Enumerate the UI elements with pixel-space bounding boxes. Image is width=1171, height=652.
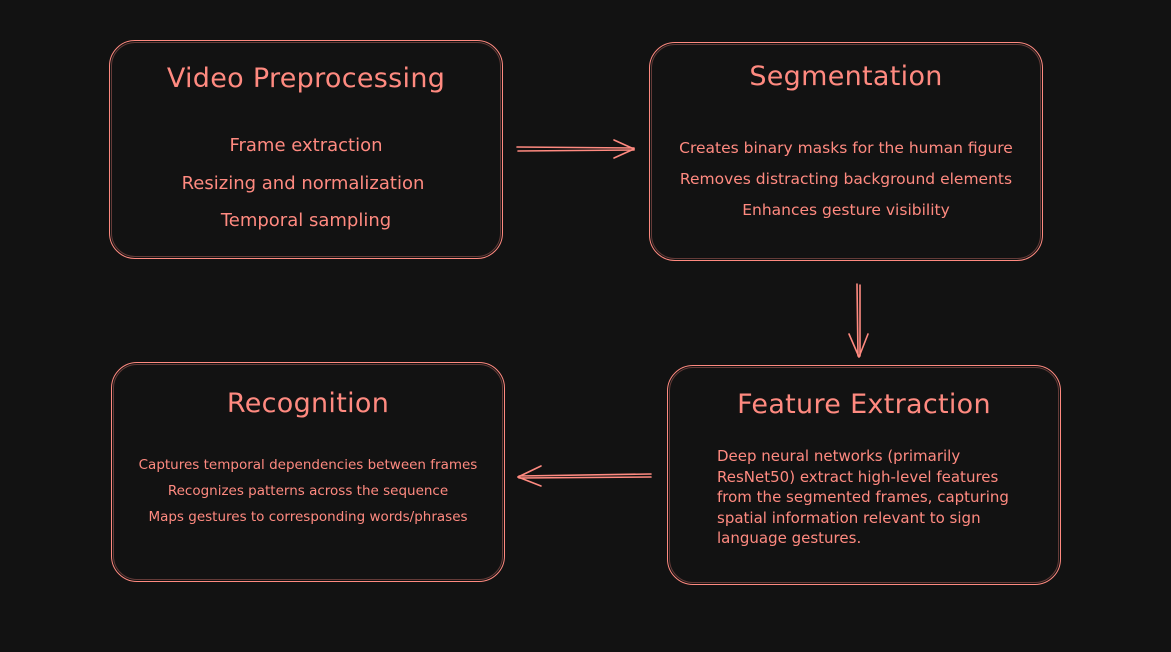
feature-extraction-line-3: from the segmented frames, capturing bbox=[717, 488, 1009, 506]
video-preprocessing-title: Video Preprocessing bbox=[166, 63, 446, 94]
segmentation-steps: Creates binary masks for the human figur… bbox=[650, 133, 1042, 226]
arrow-segmentation-to-feature-extraction bbox=[848, 283, 869, 358]
recognition-box: Recognition Captures temporal dependenci… bbox=[111, 362, 505, 582]
arrow-preprocessing-to-segmentation bbox=[516, 139, 635, 159]
feature-extraction-line-1: Deep neural networks (primarily bbox=[717, 447, 961, 465]
video-preprocessing-box: Video Preprocessing Frame extraction Res… bbox=[109, 40, 503, 259]
step-temporal-sampling: Temporal sampling bbox=[220, 210, 392, 231]
recognition-step-mapping: Maps gestures to corresponding words/phr… bbox=[148, 509, 468, 525]
segmentation-title: Segmentation bbox=[749, 61, 943, 92]
segmentation-step-masks: Creates binary masks for the human figur… bbox=[679, 139, 1013, 157]
feature-extraction-description: Deep neural networks (primarily ResNet50… bbox=[717, 446, 1009, 549]
recognition-title: Recognition bbox=[226, 388, 390, 419]
recognition-steps: Captures temporal dependencies between f… bbox=[112, 452, 504, 530]
segmentation-box: Segmentation Creates binary masks for th… bbox=[649, 42, 1043, 261]
feature-extraction-line-4: spatial information relevant to sign bbox=[717, 508, 981, 527]
video-preprocessing-steps: Frame extraction Resizing and normalizat… bbox=[110, 127, 502, 240]
feature-extraction-title: Feature Extraction bbox=[737, 389, 991, 420]
segmentation-step-background: Removes distracting background elements bbox=[679, 170, 1013, 188]
feature-extraction-line-5: language gestures. bbox=[717, 529, 862, 547]
arrow-feature-extraction-to-recognition bbox=[517, 465, 652, 487]
segmentation-step-visibility: Enhances gesture visibility bbox=[742, 201, 950, 219]
recognition-step-patterns: Recognizes patterns across the sequence bbox=[167, 483, 449, 499]
feature-extraction-line-2: ResNet50) extract high-level features bbox=[717, 467, 999, 486]
step-frame-extraction: Frame extraction bbox=[229, 135, 383, 156]
feature-extraction-box: Feature Extraction Deep neural networks … bbox=[667, 365, 1061, 585]
step-resizing-normalization: Resizing and normalization bbox=[181, 172, 425, 194]
recognition-step-dependencies: Captures temporal dependencies between f… bbox=[138, 457, 478, 473]
